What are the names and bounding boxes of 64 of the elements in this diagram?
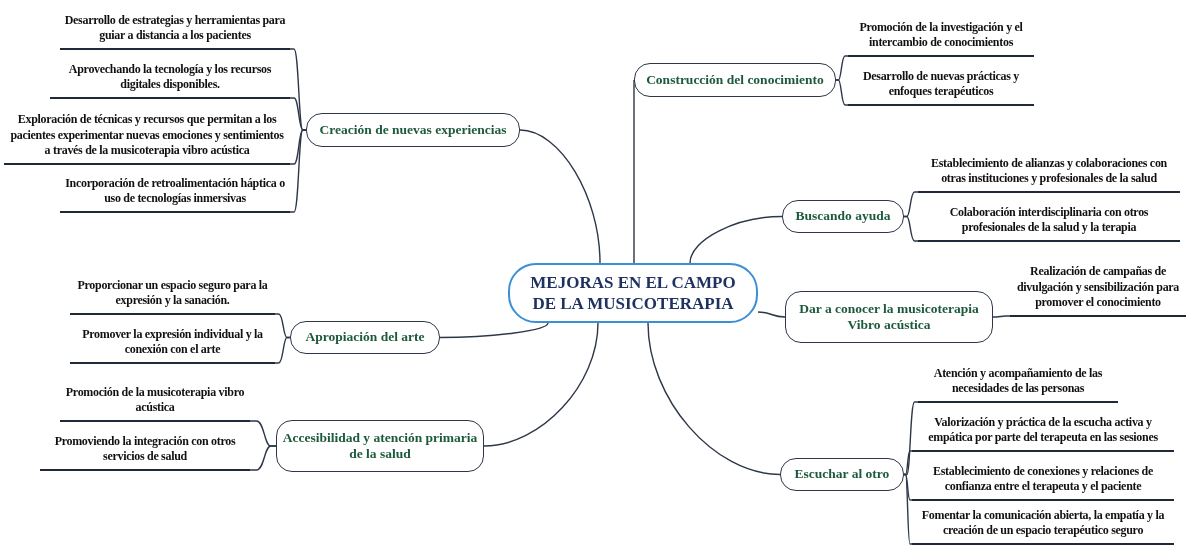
node-text: Construcción del conocimiento — [646, 71, 824, 89]
connector-line — [689, 215, 783, 264]
branch-pill — [634, 63, 836, 97]
node-text: Aprovechando la tecnología y los recursos digitales disponibles. — [67, 61, 273, 93]
connector-line — [274, 336, 291, 364]
subtopic-item — [912, 463, 1174, 501]
subtopic-item — [60, 12, 290, 50]
subtopic-item — [918, 204, 1180, 242]
connector-line — [483, 322, 599, 447]
node-text: Creación de nuevas experiencias — [319, 121, 507, 139]
connector-line — [757, 311, 786, 318]
central-topic-box — [508, 263, 758, 323]
connector-line — [992, 315, 1011, 318]
node-text: Apropiación del arte — [305, 329, 425, 346]
connector-line — [249, 445, 277, 471]
subtopic-item — [912, 414, 1174, 452]
node-text: MEJORAS EN EL CAMPO DE LA MUSICOTERAPIA — [529, 271, 737, 315]
subtopic-item — [848, 19, 1034, 57]
node-text: Accesibilidad y atención primaria de la salud — [281, 429, 479, 463]
subtopic-item — [918, 365, 1118, 403]
subtopic-item — [70, 326, 275, 364]
node-text: Buscando ayuda — [795, 208, 891, 225]
connector-line — [903, 473, 913, 501]
subtopic-item — [912, 507, 1174, 545]
connector-line — [835, 79, 849, 106]
subtopic-item — [60, 384, 250, 422]
subtopic-item — [848, 68, 1034, 106]
branch-pill — [276, 420, 484, 472]
connector-line — [903, 473, 913, 545]
node-text: Atención y acompañamiento de las necesidades de las personas — [932, 365, 1104, 397]
node-text: Fomentar la comunicación abierta, la empatía y la creación de un espacio terapéutico seguro — [920, 507, 1166, 539]
node-text: Exploración de técnicas y recursos que permitan a los pacientes experimentar nuevas emociones y sentimientos a través de la musicoterapia vibro acústica — [9, 112, 285, 159]
node-text: Valorización y práctica de la escucha activa y empática por parte del terapeuta en las sesiones — [927, 414, 1159, 446]
node-text: Establecimiento de alianzas y colaboraciones con otras instituciones y profesionales de la salud — [930, 155, 1168, 187]
branch-pill — [306, 113, 520, 147]
node-text: Incorporación de retroalimentación háptica o uso de tecnologías inmersivas — [64, 175, 286, 207]
node-text: Promoviendo la integración con otros servicios de salud — [53, 433, 237, 465]
node-text: Promoción de la musicoterapia vibro acústica — [64, 384, 246, 416]
connector-line — [647, 322, 781, 476]
subtopic-item — [70, 277, 275, 315]
branch-pill — [785, 291, 993, 343]
node-text: Escuchar al otro — [794, 466, 890, 483]
node-text: Proporcionar un espacio seguro para la expresión y la sanación. — [76, 277, 269, 309]
branch-pill — [780, 458, 904, 491]
subtopic-item — [60, 175, 290, 213]
subtopic-item — [50, 61, 290, 99]
subtopic-item — [40, 433, 250, 471]
subtopic-item — [918, 155, 1180, 193]
branch-pill — [782, 200, 904, 233]
node-text: Desarrollo de nuevas prácticas y enfoques terapéuticos — [861, 68, 1021, 100]
subtopic-item — [1010, 264, 1186, 317]
node-text: Desarrollo de estrategias y herramientas para guiar a distancia a los pacientes — [64, 12, 286, 44]
node-text: Realización de campañas de divulgación y sensibilización para promover el conocimiento — [1015, 264, 1181, 311]
node-text: Colaboración interdisciplinaria con otros profesionales de la salud y la terapia — [948, 204, 1150, 236]
node-text: Establecimiento de conexiones y relaciones de confianza entre el terapeuta y el paciente — [932, 463, 1154, 495]
branch-pill — [290, 321, 440, 354]
connector-line — [903, 215, 919, 242]
node-text: Dar a conocer la musicoterapia Vibro acústica — [798, 300, 980, 334]
connector-line — [903, 401, 919, 476]
node-text: Promover la expresión individual y la conexión con el arte — [81, 326, 264, 358]
node-text: Promoción de la investigación y el intercambio de conocimientos — [858, 19, 1024, 51]
connector-line — [903, 450, 913, 476]
connector-line — [439, 322, 549, 339]
connector-line — [519, 129, 601, 264]
